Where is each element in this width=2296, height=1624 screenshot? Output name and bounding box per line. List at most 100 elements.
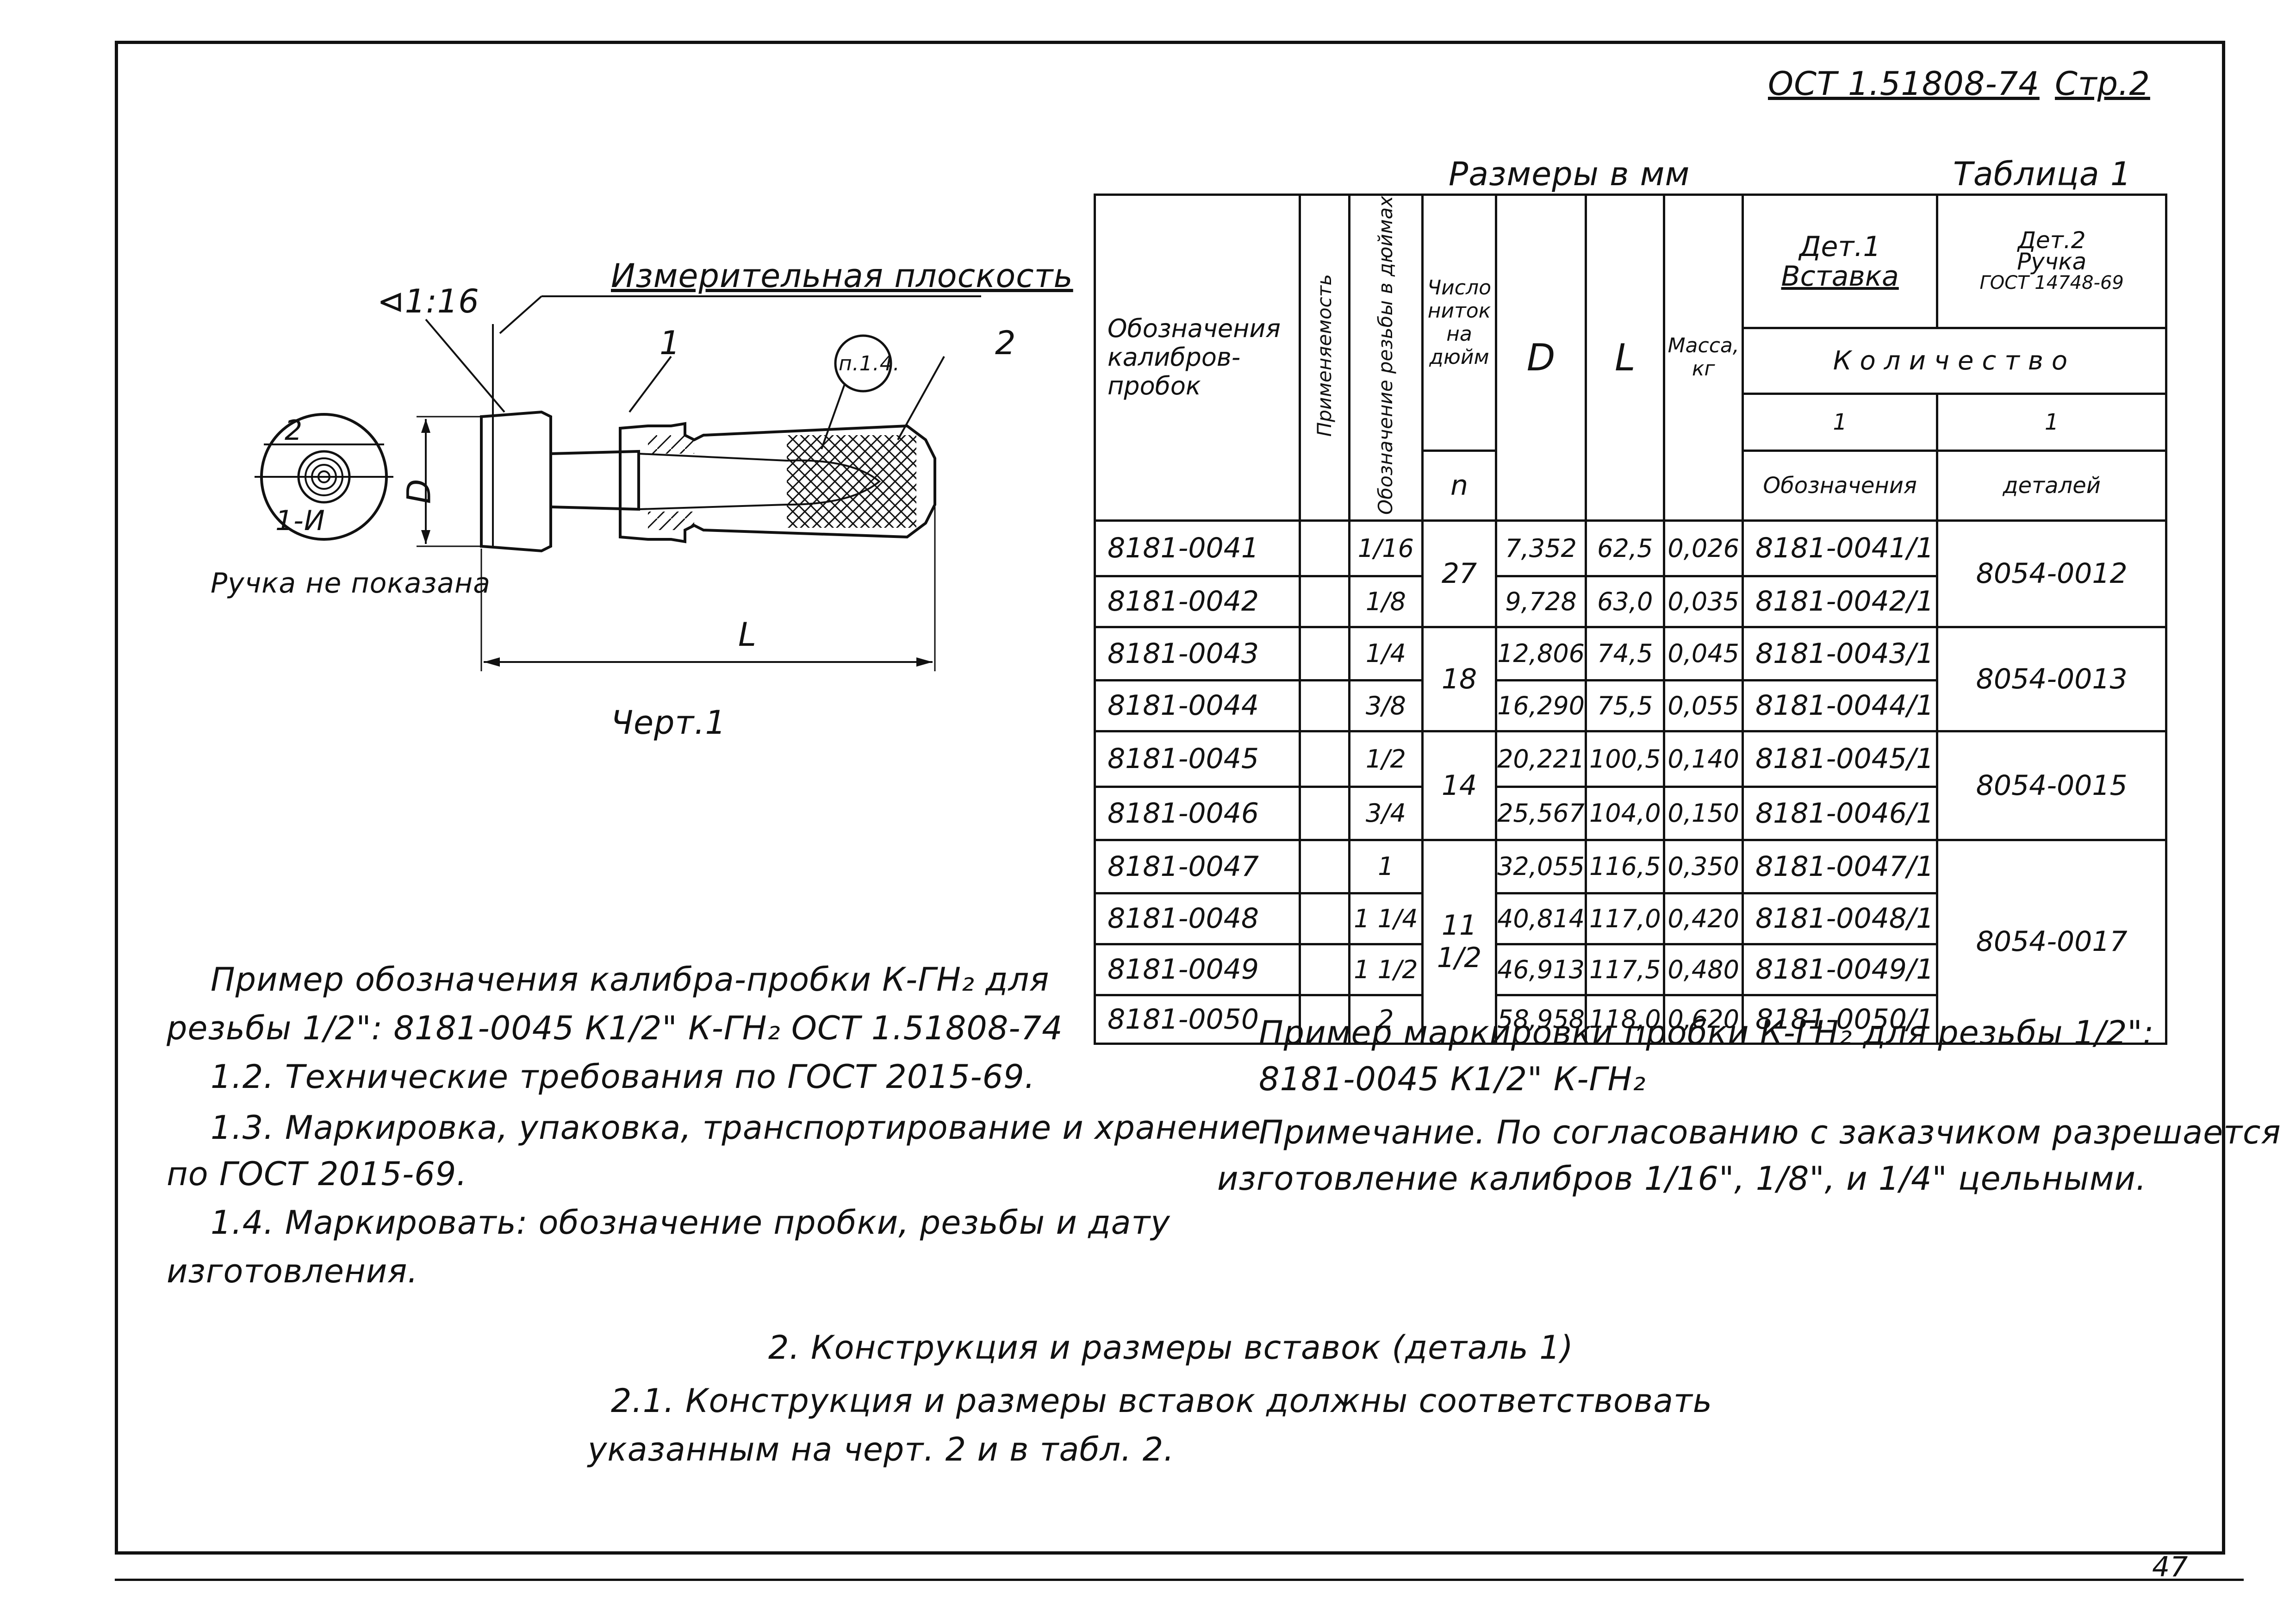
requirement-1-3a: 1.3. Маркировка, упаковка, транспортиров… (211, 1109, 1261, 1147)
requirement-1-3b: по ГОСТ 2015-69. (167, 1155, 467, 1193)
row-code: 8181-0042 (1094, 575, 1301, 628)
row-det1: 8181-0049/1 (1741, 943, 1939, 996)
header-qty-2: 1 (1936, 392, 2167, 452)
table-row: 8181-0047 1 11 1/2 32,055 116,5 0,350 81… (1094, 838, 2167, 1045)
row-mass: 0,035 (1663, 575, 1744, 628)
bottom-border-line (115, 1579, 2244, 1581)
dimension-l-label: L (738, 616, 757, 654)
row-d: 16,290 (1495, 679, 1587, 732)
row-det1: 8181-0047/1 (1741, 838, 1939, 894)
row-applicability (1298, 575, 1350, 628)
header-det1: Дет.1 Вставка (1741, 193, 1939, 330)
table-row: 8181-0043 1/4 18 12,806 74,5 0,045 8181-… (1094, 625, 2167, 732)
group-det2: 8054-0012 (1936, 519, 2167, 628)
standard-number: ОСТ 1.51808-74 (1768, 65, 2040, 103)
row-d: 9,728 (1495, 575, 1587, 628)
table-1: Обозначения калибров-пробок Применяемост… (1094, 193, 2168, 1045)
row-d: 7,352 (1495, 519, 1587, 577)
row-mass: 0,480 (1663, 943, 1744, 996)
row-l: 62,5 (1585, 519, 1666, 577)
end-mark-top: 2 (285, 414, 303, 447)
row-applicability (1298, 943, 1350, 996)
row-det1: 8181-0044/1 (1741, 679, 1939, 732)
group-n: 11 1/2 (1421, 838, 1498, 1045)
row-mass: 0,620 (1663, 993, 1744, 1045)
marking-line-1: Пример маркировки пробки К-ГН₂ для резьб… (1259, 1014, 2154, 1052)
part-1-label: 1 (660, 324, 681, 362)
det1-name: Вставка (1781, 260, 1899, 293)
row-det1: 8181-0046/1 (1741, 785, 1939, 841)
row-l: 75,5 (1585, 679, 1666, 732)
requirement-1-4b: изготовления. (167, 1252, 418, 1290)
table-row: 8181-0050 2 58,958 118,0 0,620 8181-0050… (1094, 993, 2166, 1045)
row-thread: 1 1/2 (1348, 943, 1424, 996)
row-code: 8181-0041 (1094, 519, 1301, 577)
row-applicability (1298, 892, 1350, 945)
row-mass: 0,420 (1663, 892, 1744, 945)
group-det2: 8054-0015 (1936, 730, 2167, 841)
table-row: 8181-0041 1/16 27 7,352 62,5 0,026 8181-… (1094, 519, 2167, 628)
header-l: L (1585, 194, 1666, 522)
section-2-1b: указанным на черт. 2 и в табл. 2. (588, 1430, 1175, 1468)
row-det1: 8181-0042/1 (1741, 575, 1939, 628)
row-code: 8181-0048 (1094, 892, 1301, 945)
row-l: 118,0 (1585, 993, 1666, 1045)
row-d: 46,913 (1495, 943, 1587, 996)
header-det2: Дет.2 Ручка ГОСТ 14748-69 (1936, 193, 2167, 330)
requirement-1-2: 1.2. Технические требования по ГОСТ 2015… (211, 1058, 1035, 1096)
row-code: 8181-0047 (1094, 838, 1301, 894)
table1-title: Таблица 1 (1953, 155, 2132, 193)
table-row: 8181-0044 3/8 16,290 75,5 0,055 8181-004… (1094, 679, 2166, 732)
row-d: 58,958 (1495, 993, 1587, 1045)
row-d: 32,055 (1495, 838, 1587, 894)
header-threads-per-inch: Число ниток на дюйм (1421, 194, 1498, 452)
group-det2: 8054-0013 (1936, 625, 2167, 732)
example-line-1: Пример обозначения калибра-пробки К-ГН₂ … (211, 961, 1050, 999)
taper-label: ⊲1:16 (377, 282, 479, 320)
row-d: 20,221 (1495, 730, 1587, 788)
row-mass: 0,055 (1663, 679, 1744, 732)
gauge-plug-drawing (255, 295, 981, 671)
page-label: Стр.2 (2055, 65, 2150, 103)
header-applicability: Применяемость (1298, 194, 1350, 522)
row-applicability (1298, 993, 1350, 1045)
row-l: 63,0 (1585, 575, 1666, 628)
row-det1: 8181-0045/1 (1741, 730, 1939, 788)
row-d: 40,814 (1495, 892, 1587, 945)
row-thread: 1 (1348, 838, 1424, 894)
row-mass: 0,140 (1663, 730, 1744, 788)
group-n: 27 (1421, 519, 1498, 628)
row-det1: 8181-0043/1 (1741, 625, 1939, 681)
row-thread: 2 (1348, 993, 1424, 1045)
table-row: 8181-0042 1/8 9,728 63,0 0,035 8181-0042… (1094, 575, 2166, 628)
row-det1: 8181-0048/1 (1741, 892, 1939, 945)
header-d: D (1495, 194, 1587, 522)
row-code: 8181-0044 (1094, 679, 1301, 732)
row-thread: 1 1/4 (1348, 892, 1424, 945)
row-applicability (1298, 730, 1350, 788)
note-line-2: изготовление калибров 1/16", 1/8", и 1/4… (1217, 1160, 2147, 1198)
row-code: 8181-0049 (1094, 943, 1301, 996)
handle-note: Ручка не показана (211, 567, 491, 600)
row-code: 8181-0045 (1094, 730, 1301, 788)
end-mark-bottom: 1-И (275, 505, 325, 537)
table-row: 8181-0045 1/2 14 20,221 100,5 0,140 8181… (1094, 730, 2167, 841)
row-mass: 0,150 (1663, 785, 1744, 841)
dimension-d-label: D (400, 478, 438, 504)
drawing-caption: Черт.1 (611, 704, 727, 742)
table1-units: Размеры в мм (1449, 155, 1690, 193)
row-thread: 3/8 (1348, 679, 1424, 732)
header-mass: Масса, кг (1663, 194, 1744, 522)
row-applicability (1298, 625, 1350, 681)
section-2-1a: 2.1. Конструкция и размеры вставок должн… (611, 1382, 1713, 1420)
det2-standard: ГОСТ 14748-69 (1979, 272, 2124, 294)
group-n: 18 (1421, 625, 1498, 732)
row-mass: 0,026 (1663, 519, 1744, 577)
row-d: 25,567 (1495, 785, 1587, 841)
measuring-plane-label: Измерительная плоскость (611, 257, 1073, 295)
section-2-title: 2. Конструкция и размеры вставок (деталь… (768, 1329, 1574, 1367)
group-det2: 8054-0017 (1936, 838, 2167, 1045)
row-l: 100,5 (1585, 730, 1666, 788)
end-view (255, 413, 393, 541)
row-thread: 1/8 (1348, 575, 1424, 628)
